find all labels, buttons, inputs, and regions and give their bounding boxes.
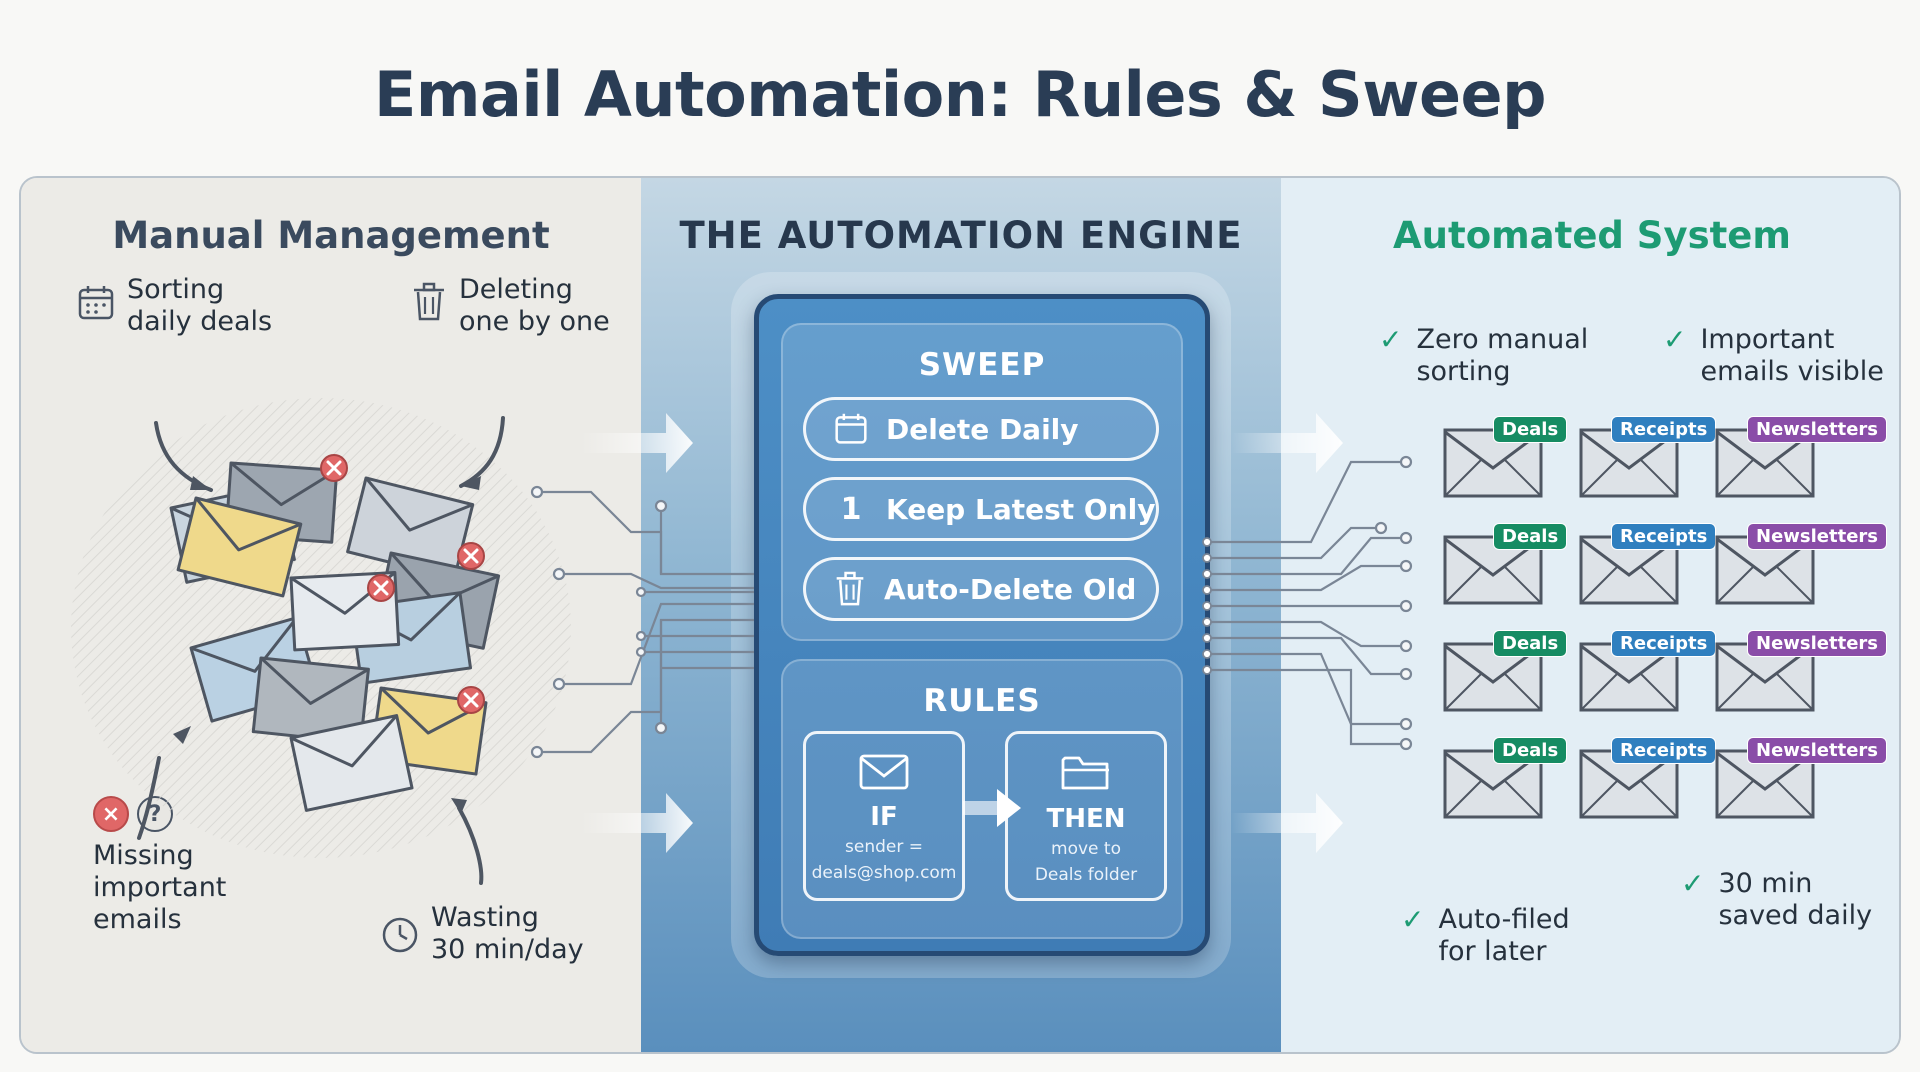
- sorted-email: Newsletters: [1715, 416, 1888, 498]
- rules-section: RULES IF sender = deals@shop.com: [781, 659, 1183, 939]
- sweep-auto-delete-button[interactable]: Auto-Delete Old: [803, 557, 1159, 621]
- rules-heading: RULES: [923, 683, 1041, 719]
- trash-icon: [414, 282, 444, 321]
- manual-heading: Manual Management: [112, 214, 550, 257]
- sorted-email: Newsletters: [1715, 630, 1888, 712]
- sorted-email: Deals: [1443, 523, 1568, 605]
- pain-deleting: Deleting one by one: [411, 274, 610, 338]
- calendar-icon: [835, 413, 867, 444]
- manual-management-panel: Manual Management Sorting daily deals De…: [21, 178, 641, 1052]
- folder-tag: Deals: [1493, 737, 1568, 764]
- rule-if-line1: sender =: [845, 837, 923, 857]
- sweep-action-label: Auto-Delete Old: [884, 572, 1137, 606]
- check-icon: ✓: [1663, 323, 1687, 356]
- pain-text: Deleting one by one: [459, 274, 610, 337]
- rule-if-box[interactable]: IF sender = deals@shop.com: [803, 731, 965, 901]
- trash-icon: [836, 571, 864, 606]
- folder-tag: Deals: [1493, 523, 1568, 550]
- folder-tag: Newsletters: [1747, 523, 1888, 550]
- rule-then-box[interactable]: THEN move to Deals folder: [1005, 731, 1167, 901]
- benefit-time-saved: ✓ 30 min saved daily: [1681, 868, 1872, 932]
- sweep-action-label: Delete Daily: [886, 412, 1079, 446]
- rule-if-line2: deals@shop.com: [811, 863, 957, 883]
- sweep-delete-daily-button[interactable]: Delete Daily: [803, 397, 1159, 461]
- folder-tag: Newsletters: [1747, 416, 1888, 443]
- page-title: Email Automation: Rules & Sweep: [374, 58, 1546, 131]
- sweep-keep-latest-button[interactable]: 1 Keep Latest Only: [803, 477, 1159, 541]
- sorted-email: Receipts: [1579, 630, 1717, 712]
- sorted-email: Newsletters: [1715, 523, 1888, 605]
- arrow-right-icon: [963, 789, 1021, 827]
- sorted-email: Deals: [1443, 737, 1568, 819]
- number-one-icon: 1: [840, 491, 862, 527]
- sweep-heading: SWEEP: [918, 347, 1046, 383]
- rule-then-line2: Deals folder: [1034, 865, 1138, 885]
- rule-if-keyword: IF: [870, 802, 898, 832]
- diagram-frame: Manual Management Sorting daily deals De…: [19, 176, 1901, 1054]
- rule-then-keyword: THEN: [1046, 804, 1126, 834]
- benefit-auto-filed: ✓ Auto-filed for later: [1401, 904, 1570, 968]
- pain-text: Missing important emails: [93, 840, 227, 935]
- sorted-email: Receipts: [1579, 737, 1717, 819]
- automation-engine: SWEEP Delete Daily 1 Keep Latest Only: [754, 294, 1210, 956]
- folder-icon: [1061, 756, 1109, 790]
- envelope-icon: [1443, 642, 1543, 712]
- folder-tag: Receipts: [1611, 630, 1717, 657]
- automated-heading: Automated System: [1393, 214, 1791, 257]
- folder-tag: Newsletters: [1747, 737, 1888, 764]
- benefit-text: 30 min saved daily: [1718, 868, 1873, 931]
- sorted-email: Receipts: [1579, 523, 1717, 605]
- envelope-icon: [1579, 642, 1679, 712]
- folder-tag: Receipts: [1611, 416, 1717, 443]
- error-badges: [320, 454, 485, 714]
- sorted-email: Receipts: [1579, 416, 1717, 498]
- benefit-text: Important emails visible: [1700, 324, 1884, 387]
- folder-tag: Receipts: [1611, 737, 1717, 764]
- check-icon: ✓: [1401, 903, 1425, 936]
- error-icon: ×: [93, 796, 129, 832]
- pain-missing: Missing important emails: [93, 840, 226, 936]
- benefit-text: Zero manual sorting: [1416, 324, 1589, 387]
- check-icon: ✓: [1681, 867, 1705, 900]
- question-icon: ?: [137, 796, 173, 832]
- pain-wasting: Wasting 30 min/day: [381, 902, 584, 966]
- sweep-section: SWEEP Delete Daily 1 Keep Latest Only: [781, 323, 1183, 641]
- pain-text: Wasting 30 min/day: [431, 902, 584, 965]
- benefit-text: Auto-filed for later: [1438, 904, 1570, 967]
- envelope-icon: [859, 754, 909, 790]
- folder-tag: Deals: [1493, 630, 1568, 657]
- sweep-action-label: Keep Latest Only: [886, 492, 1156, 526]
- folder-tag: Receipts: [1611, 523, 1717, 550]
- sorted-email: Newsletters: [1715, 737, 1888, 819]
- pain-sorting: Sorting daily deals: [77, 274, 272, 338]
- benefit-important-visible: ✓ Important emails visible: [1663, 324, 1884, 388]
- engine-heading: THE AUTOMATION ENGINE: [679, 214, 1243, 257]
- calendar-icon: [78, 286, 114, 320]
- sorted-email: Deals: [1443, 630, 1568, 712]
- automation-engine-panel: THE AUTOMATION ENGINE SWEEP Delete Daily…: [641, 178, 1281, 1052]
- sorted-email: Deals: [1443, 416, 1568, 498]
- missing-icons: × ?: [93, 796, 173, 832]
- check-icon: ✓: [1379, 323, 1403, 356]
- pain-text: Sorting daily deals: [127, 274, 273, 337]
- automated-system-panel: Automated System ✓ Zero manual sorting ✓…: [1281, 178, 1899, 1052]
- benefit-zero-sorting: ✓ Zero manual sorting: [1379, 324, 1588, 388]
- folder-tag: Newsletters: [1747, 630, 1888, 657]
- rule-then-line1: move to: [1051, 839, 1121, 859]
- folder-tag: Deals: [1493, 416, 1568, 443]
- clock-icon: [382, 917, 418, 953]
